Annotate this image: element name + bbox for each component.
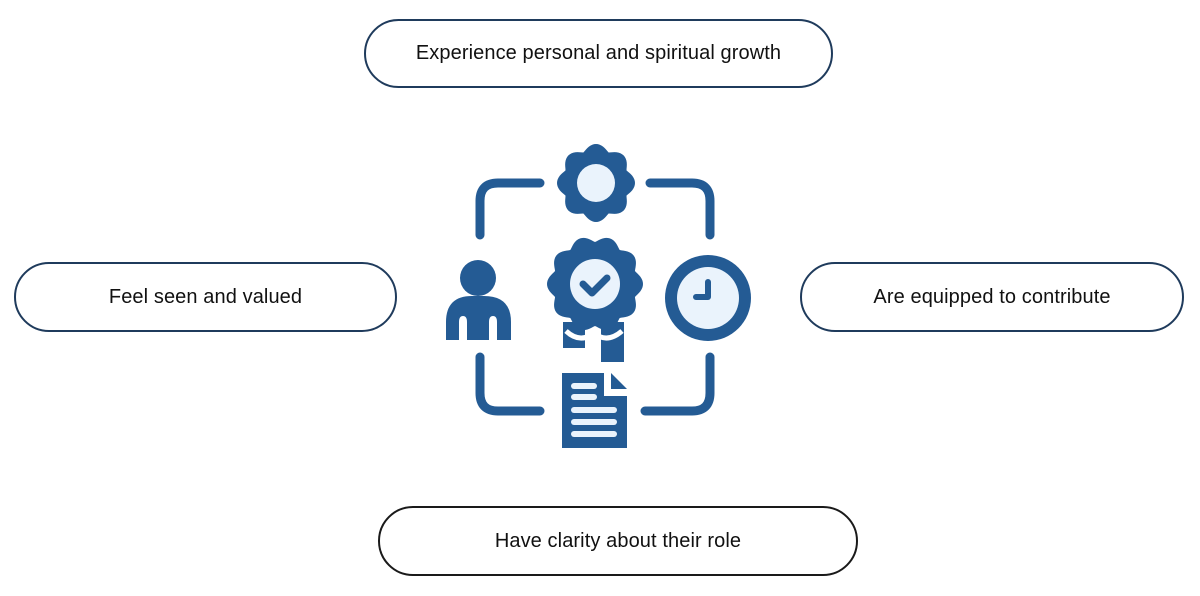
bracket-top-left [475, 178, 545, 240]
award-badge-icon [547, 237, 643, 362]
gear-icon [557, 144, 635, 222]
document-icon [562, 373, 627, 448]
bracket-top-right [645, 178, 715, 240]
bracket-bottom-left [475, 352, 545, 416]
outcome-right-pill: Are equipped to contribute [800, 262, 1184, 332]
outcome-bottom-label: Have clarity about their role [494, 529, 742, 552]
outcome-right-label: Are equipped to contribute [873, 285, 1111, 308]
outcome-bottom-pill: Have clarity about their role [378, 506, 858, 576]
frame-brackets [475, 178, 715, 416]
clock-icon [665, 255, 751, 341]
person-icon [446, 260, 511, 340]
bracket-bottom-right [640, 352, 715, 416]
outcome-left-pill: Feel seen and valued [14, 262, 397, 332]
outcome-top-pill: Experience personal and spiritual growth [364, 19, 833, 88]
outcome-top-label: Experience personal and spiritual growth [415, 42, 782, 64]
outcome-left-label: Feel seen and valued [108, 285, 303, 308]
